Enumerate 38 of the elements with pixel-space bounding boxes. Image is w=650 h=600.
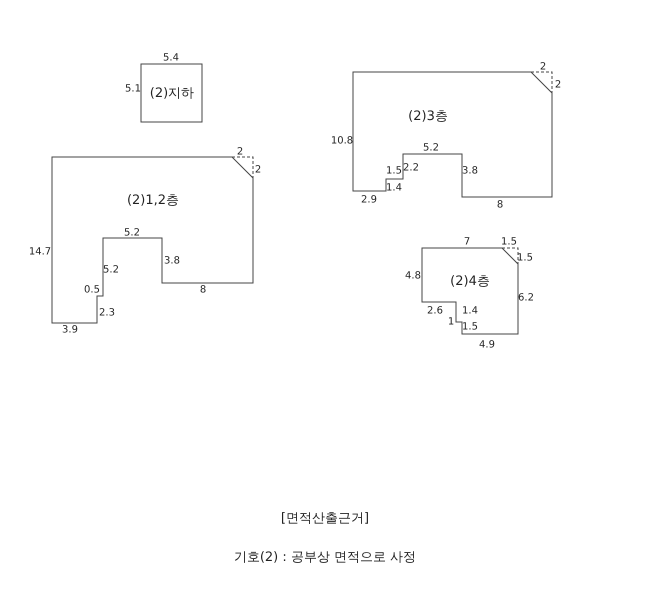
dimension-label: 6.2 xyxy=(518,292,534,304)
dimension-label: 1.5 xyxy=(462,322,478,332)
dimension-label: 10.8 xyxy=(330,136,354,146)
dimension-label: 8 xyxy=(496,200,504,210)
floor-label: (2)지하 xyxy=(150,85,194,102)
dimension-label: 2.2 xyxy=(403,162,419,174)
dimension-label: 1.5 xyxy=(386,166,402,176)
dimension-label: 4.9 xyxy=(479,340,495,350)
dimension-label: 2.9 xyxy=(361,194,377,206)
dimension-label: 5.4 xyxy=(163,52,179,64)
dimension-label: 1.4 xyxy=(386,182,402,194)
floor-label: (2)3층 xyxy=(408,108,448,125)
dimension-label: 2 xyxy=(540,62,546,72)
dimension-label: 8 xyxy=(200,284,206,296)
dimension-label: 2 xyxy=(554,80,562,90)
dimension-label: 7 xyxy=(464,236,470,248)
plan-title: [면적산출근거] xyxy=(280,510,370,527)
dimension-label: 14.7 xyxy=(28,246,52,258)
floor-label: (2)1,2층 xyxy=(126,192,180,209)
dimension-label: 5.1 xyxy=(125,84,141,94)
dimension-label: 1.5 xyxy=(517,252,533,264)
dimension-label: 2.6 xyxy=(427,306,443,316)
dimension-label: 2 xyxy=(254,164,262,176)
caption-note: 기호(2) : 공부상 면적으로 사정 xyxy=(232,549,418,566)
dimension-label: 0.5 xyxy=(84,284,100,296)
dimension-label: 1 xyxy=(448,316,454,328)
dimension-label: 5.2 xyxy=(423,142,439,154)
floor-label: (2)4층 xyxy=(450,273,490,290)
dimension-label: 5.2 xyxy=(124,228,140,238)
dimension-label: 5.2 xyxy=(103,264,119,276)
dimension-label: 4.8 xyxy=(405,270,421,282)
dimension-label: 1.4 xyxy=(462,306,478,316)
dimension-label: 1.5 xyxy=(501,236,517,248)
dimension-label: 3.9 xyxy=(62,324,78,336)
dimension-label: 2 xyxy=(236,146,244,158)
dimension-label: 3.8 xyxy=(164,256,180,266)
dimension-label: 2.3 xyxy=(99,308,115,318)
dimension-label: 3.8 xyxy=(462,166,478,176)
